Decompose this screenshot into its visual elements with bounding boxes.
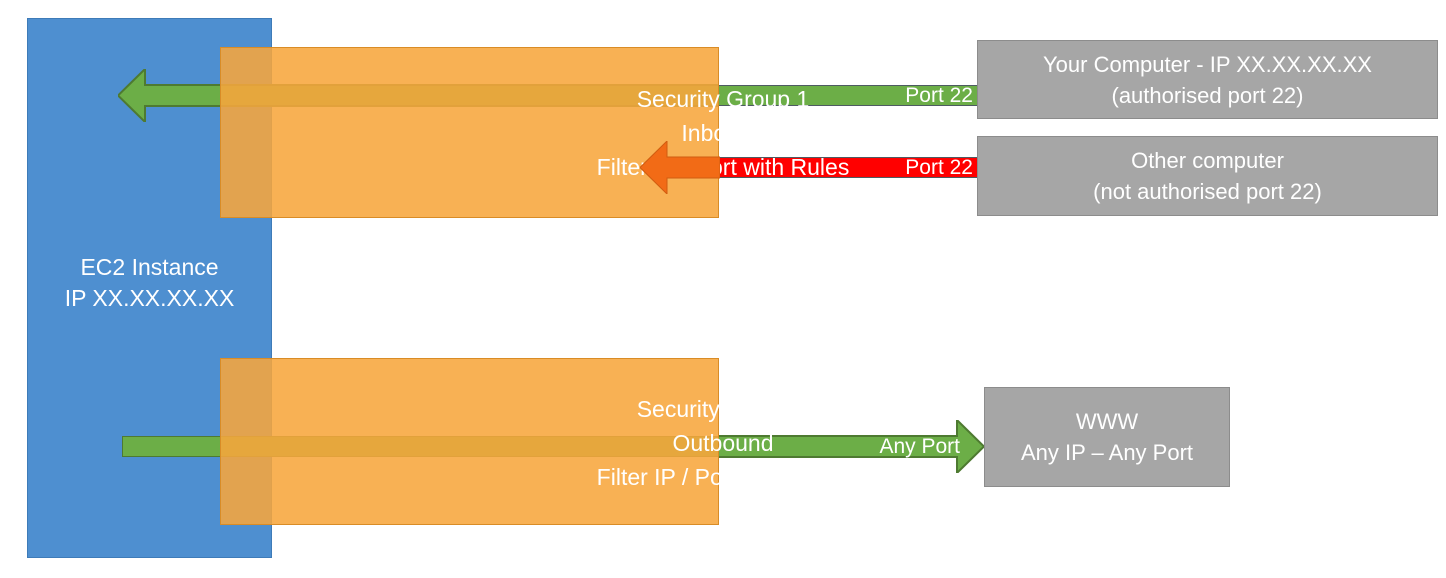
www-line2: Any IP – Any Port <box>1020 440 1194 465</box>
your-computer-line2: (authorised port 22) <box>1111 82 1304 108</box>
blocked-inbound-arrow-icon <box>640 141 720 194</box>
peer-other-computer-box: Other computer (not authorised port 22) <box>977 136 1438 216</box>
other-computer-line2: (not authorised port 22) <box>1093 179 1322 204</box>
peer-www-box: WWW Any IP – Any Port <box>984 387 1230 487</box>
other-computer-line1: Other computer <box>1131 148 1284 173</box>
outbound-allowed-arrow-icon <box>718 420 984 473</box>
inbound-denied-connector <box>718 157 978 178</box>
peer-your-computer-box: Your Computer - IP XX.XX.XX.XX (authoris… <box>977 40 1438 119</box>
security-group-outbound-box <box>220 358 719 525</box>
your-computer-line1: Your Computer - IP XX.XX.XX.XX <box>1043 51 1372 77</box>
inbound-allowed-connector <box>718 85 978 106</box>
www-line1: WWW <box>1075 409 1139 434</box>
security-group-inbound-box <box>220 47 719 218</box>
